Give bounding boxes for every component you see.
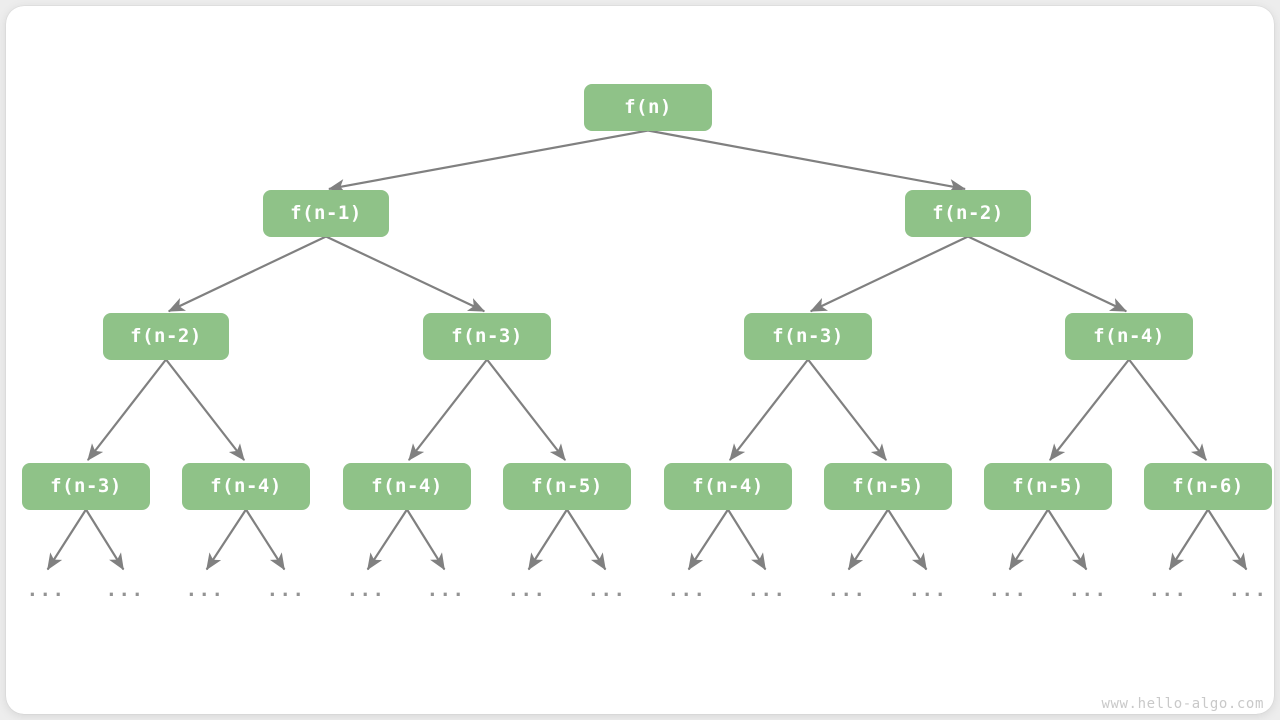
leaf-stub-arrow-9 [727, 508, 767, 571]
tree-node-l1n1: f(n-2) [905, 189, 1031, 237]
ellipsis-marker-2: ... [185, 579, 225, 601]
ellipsis-marker-1: ... [105, 579, 145, 601]
ellipsis-marker-15: ... [1228, 579, 1268, 601]
leaf-stub-arrow-4 [366, 508, 408, 571]
leaf-stub-arrow-14 [1168, 508, 1209, 571]
leaf-stub-arrow-10 [847, 508, 889, 571]
tree-node-l1n0: f(n-1) [263, 189, 389, 237]
tree-edge-l2n0-to-l3n1 [165, 358, 246, 461]
edge-group [86, 129, 1208, 461]
ellipsis-marker-5: ... [426, 579, 466, 601]
tree-edge-l2n2-to-l3n5 [807, 358, 888, 461]
leaf-stub-arrow-1 [85, 508, 125, 571]
leaf-stub-arrow-3 [245, 508, 286, 571]
tree-node-l3n4: f(n-4) [664, 462, 792, 510]
tree-edge-l2n3-to-l3n6 [1048, 358, 1130, 461]
leaf-stub-arrow-7 [566, 508, 607, 571]
tree-node-l3n7: f(n-6) [1144, 462, 1272, 510]
leaf-stub-arrow-2 [205, 508, 247, 571]
leaf-stub-arrow-5 [406, 508, 446, 571]
tree-edge-l2n2-to-l3n4 [728, 358, 809, 461]
tree-node-l3n5: f(n-5) [824, 462, 952, 510]
ellipsis-marker-13: ... [1068, 579, 1108, 601]
tree-node-l3n1: f(n-4) [182, 462, 310, 510]
tree-edge-l1n0-to-l2n1 [325, 235, 486, 313]
leaf-stub-arrow-6 [527, 508, 568, 571]
ellipsis-marker-14: ... [1148, 579, 1188, 601]
diagram-card: f(n) f(n-1) f(n-2) f(n-2) f(n-3) f(n-3) f(n-4)… [6, 6, 1274, 714]
ellipsis-marker-4: ... [346, 579, 386, 601]
tree-edge-l0n0-to-l1n0 [328, 129, 649, 194]
leaf-stub-arrow-0 [46, 508, 87, 571]
tree-edge-l1n0-to-l2n0 [167, 235, 327, 313]
tree-node-l2n1: f(n-3) [423, 312, 551, 360]
ellipsis-marker-9: ... [747, 579, 787, 601]
tree-node-l2n2: f(n-3) [744, 312, 872, 360]
leaf-stub-arrow-12 [1008, 508, 1049, 571]
tree-edge-l2n1-to-l3n3 [486, 358, 567, 461]
tree-node-l2n3: f(n-4) [1065, 312, 1193, 360]
ellipsis-marker-6: ... [507, 579, 547, 601]
tree-node-l0n0: f(n) [584, 83, 712, 131]
tree-edge-l0n0-to-l1n1 [647, 129, 966, 194]
leaf-stub-arrow-11 [887, 508, 928, 571]
tree-node-l3n0: f(n-3) [22, 462, 150, 510]
tree-edge-l2n3-to-l3n7 [1128, 358, 1208, 461]
tree-edge-l1n1-to-l2n3 [967, 235, 1128, 313]
ellipsis-marker-0: ... [26, 579, 66, 601]
recursion-tree-diagram: f(n) f(n-1) f(n-2) f(n-2) f(n-3) f(n-3) f(n-4)… [6, 6, 1274, 714]
leaf-stub-arrow-13 [1047, 508, 1088, 571]
ellipsis-marker-3: ... [266, 579, 306, 601]
tree-edge-l1n1-to-l2n2 [809, 235, 969, 313]
tree-node-l3n6: f(n-5) [984, 462, 1112, 510]
ellipsis-marker-12: ... [988, 579, 1028, 601]
leaf-stub-arrow-15 [1207, 508, 1248, 571]
ellipsis-marker-7: ... [587, 579, 627, 601]
tree-node-l2n0: f(n-2) [103, 312, 229, 360]
tree-node-l3n3: f(n-5) [503, 462, 631, 510]
ellipsis-marker-8: ... [667, 579, 707, 601]
watermark-label: www.hello-algo.com [1101, 696, 1264, 712]
tree-edge-l2n1-to-l3n2 [407, 358, 488, 461]
tree-edge-l2n0-to-l3n0 [86, 358, 167, 461]
ellipsis-marker-10: ... [827, 579, 867, 601]
tree-node-l3n2: f(n-4) [343, 462, 471, 510]
ellipsis-marker-11: ... [908, 579, 948, 601]
leaf-stub-group [46, 508, 1248, 571]
leaf-stub-arrow-8 [687, 508, 729, 571]
